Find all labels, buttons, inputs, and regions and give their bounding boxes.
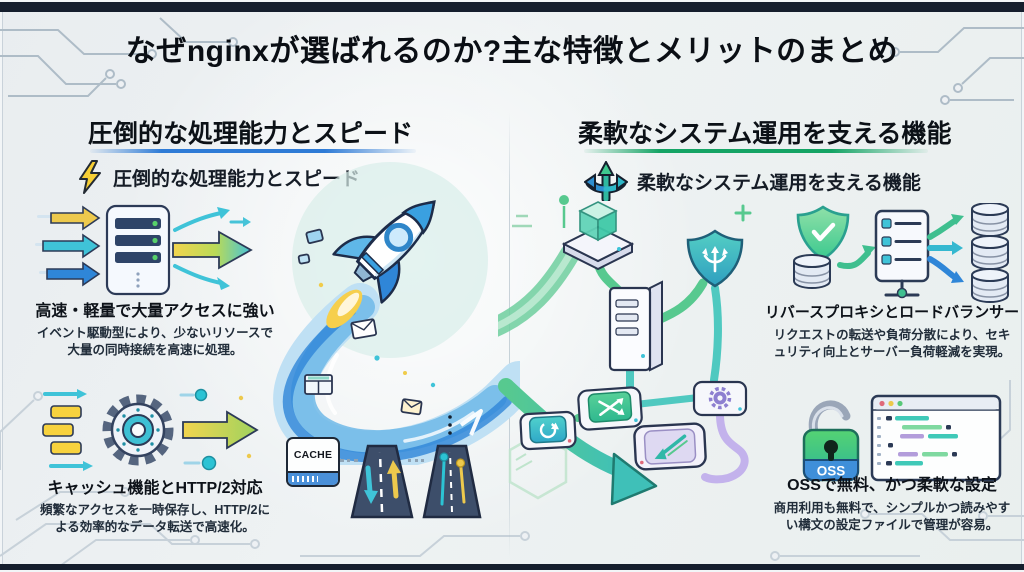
routing-node-icon: [577, 386, 643, 431]
routing-shield-icon: [686, 229, 744, 288]
right-item-2-body: 商用利用も無料で、シンプルかつ読みやすい構文の設定ファイルで管理が容易。: [773, 501, 1011, 532]
rocket-icon: [332, 200, 436, 304]
left-item-2-heading: キャッシュ機能とHTTP/2対応: [47, 480, 263, 497]
cache-road-connector: [340, 459, 358, 462]
cache-led-strip: [288, 471, 338, 485]
oss-lock-label: OSS: [817, 464, 846, 479]
poster-title: なぜnginxが選ばれるのか?主な特徴とメリットのまとめ: [125, 35, 899, 68]
road-road-connector: [408, 459, 424, 462]
right-section-subrow: 柔軟なシステム運用を支える機能: [584, 161, 921, 201]
branch-arrows-icon: [584, 161, 628, 201]
rocket-speed-illustration: [273, 162, 520, 465]
right-item-1-body: リクエストの転送や負荷分散により、セキュリティ向上とサーバー負荷軽減を実現。: [773, 328, 1011, 359]
right-section-header: 柔軟なシステム運用を支える機能: [578, 120, 952, 148]
left-section-sublabel: 圧倒的な処理能力とスピード: [113, 168, 361, 190]
left-section-subrow: 圧倒的な処理能力とスピード: [76, 160, 360, 194]
cache-label: CACHE: [293, 449, 333, 461]
right-item-2: OSSで無料、かつ柔軟な設定 商用利用も無料で、シンプルかつ読みやすい構文の設定…: [760, 471, 1024, 533]
cache-gear-illustration: [42, 388, 259, 471]
left-item-1-body: イベント駆動型により、少ないリソースで大量の同時接続を高速に処理。: [36, 326, 274, 357]
load-balancer-illustration: [793, 203, 1009, 303]
server-throughput-illustration: [35, 204, 253, 296]
left-item-1: 高速・軽量で大量アクセスに強い イベント駆動型により、少ないリソースで大量の同時…: [30, 297, 280, 358]
right-header-underline: [584, 149, 928, 153]
redirect-node-icon: [633, 422, 707, 471]
left-section-header: 圧倒的な処理能力とスピード: [88, 120, 414, 148]
lightning-icon: [79, 160, 101, 194]
left-header-underline: [90, 149, 416, 153]
right-item-1: リバースプロキシとロードバランサー リクエストの転送や負荷分散により、セキュリテ…: [760, 301, 1024, 360]
refresh-node-icon: [519, 410, 577, 451]
top-border-bar: [0, 2, 1024, 12]
config-file-window-icon: [870, 394, 1002, 482]
section-divider: [509, 112, 510, 558]
right-section-sublabel: 柔軟なシステム運用を支える機能: [637, 172, 921, 194]
highway-lanes-illustration: [350, 415, 482, 519]
shield-check-icon: [796, 205, 850, 261]
gear-node-icon: [692, 380, 748, 417]
bottom-border-bar: [0, 564, 1024, 570]
left-item-2-body: 頻繁なアクセスを一時保存し、HTTP/2による効率的なデータ転送で高速化。: [40, 503, 270, 534]
left-item-1-heading: 高速・軽量で大量アクセスに強い: [35, 303, 275, 320]
oss-open-lock-icon: OSS: [802, 400, 860, 482]
right-item-2-heading: OSSで無料、かつ柔軟な設定: [787, 477, 997, 494]
left-item-2: キャッシュ機能とHTTP/2対応 頻繁なアクセスを一時保存し、HTTP/2による…: [30, 474, 280, 535]
oss-config-illustration: OSS: [802, 394, 1002, 482]
network-flow-diagram: [498, 195, 752, 506]
cache-server-icon: CACHE: [286, 437, 340, 487]
right-item-1-heading: リバースプロキシとロードバランサー: [764, 304, 1020, 321]
